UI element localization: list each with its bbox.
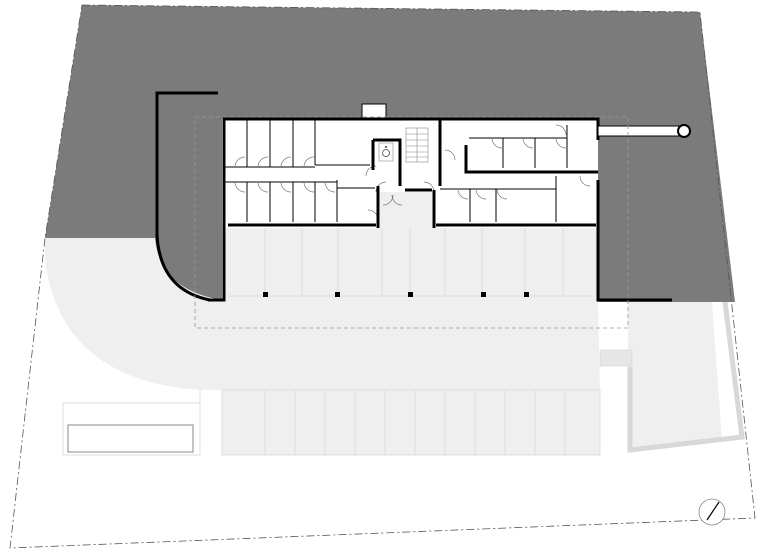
interior-walls	[224, 120, 568, 222]
stair-landing	[361, 103, 387, 119]
columns	[263, 292, 529, 297]
ramp	[599, 349, 633, 367]
lower-court	[628, 302, 722, 450]
parking-stalls	[221, 228, 601, 456]
north-arrow-icon	[698, 498, 726, 526]
stair-icon	[405, 127, 429, 163]
retaining-wall	[627, 301, 745, 453]
duct	[597, 125, 685, 137]
duct-outlet	[677, 124, 691, 138]
entrance-gap	[380, 192, 432, 228]
wheelchair-accessible-icon	[378, 142, 394, 162]
site-boundary	[9, 4, 756, 549]
paved-area	[45, 228, 600, 455]
bench	[67, 424, 194, 453]
